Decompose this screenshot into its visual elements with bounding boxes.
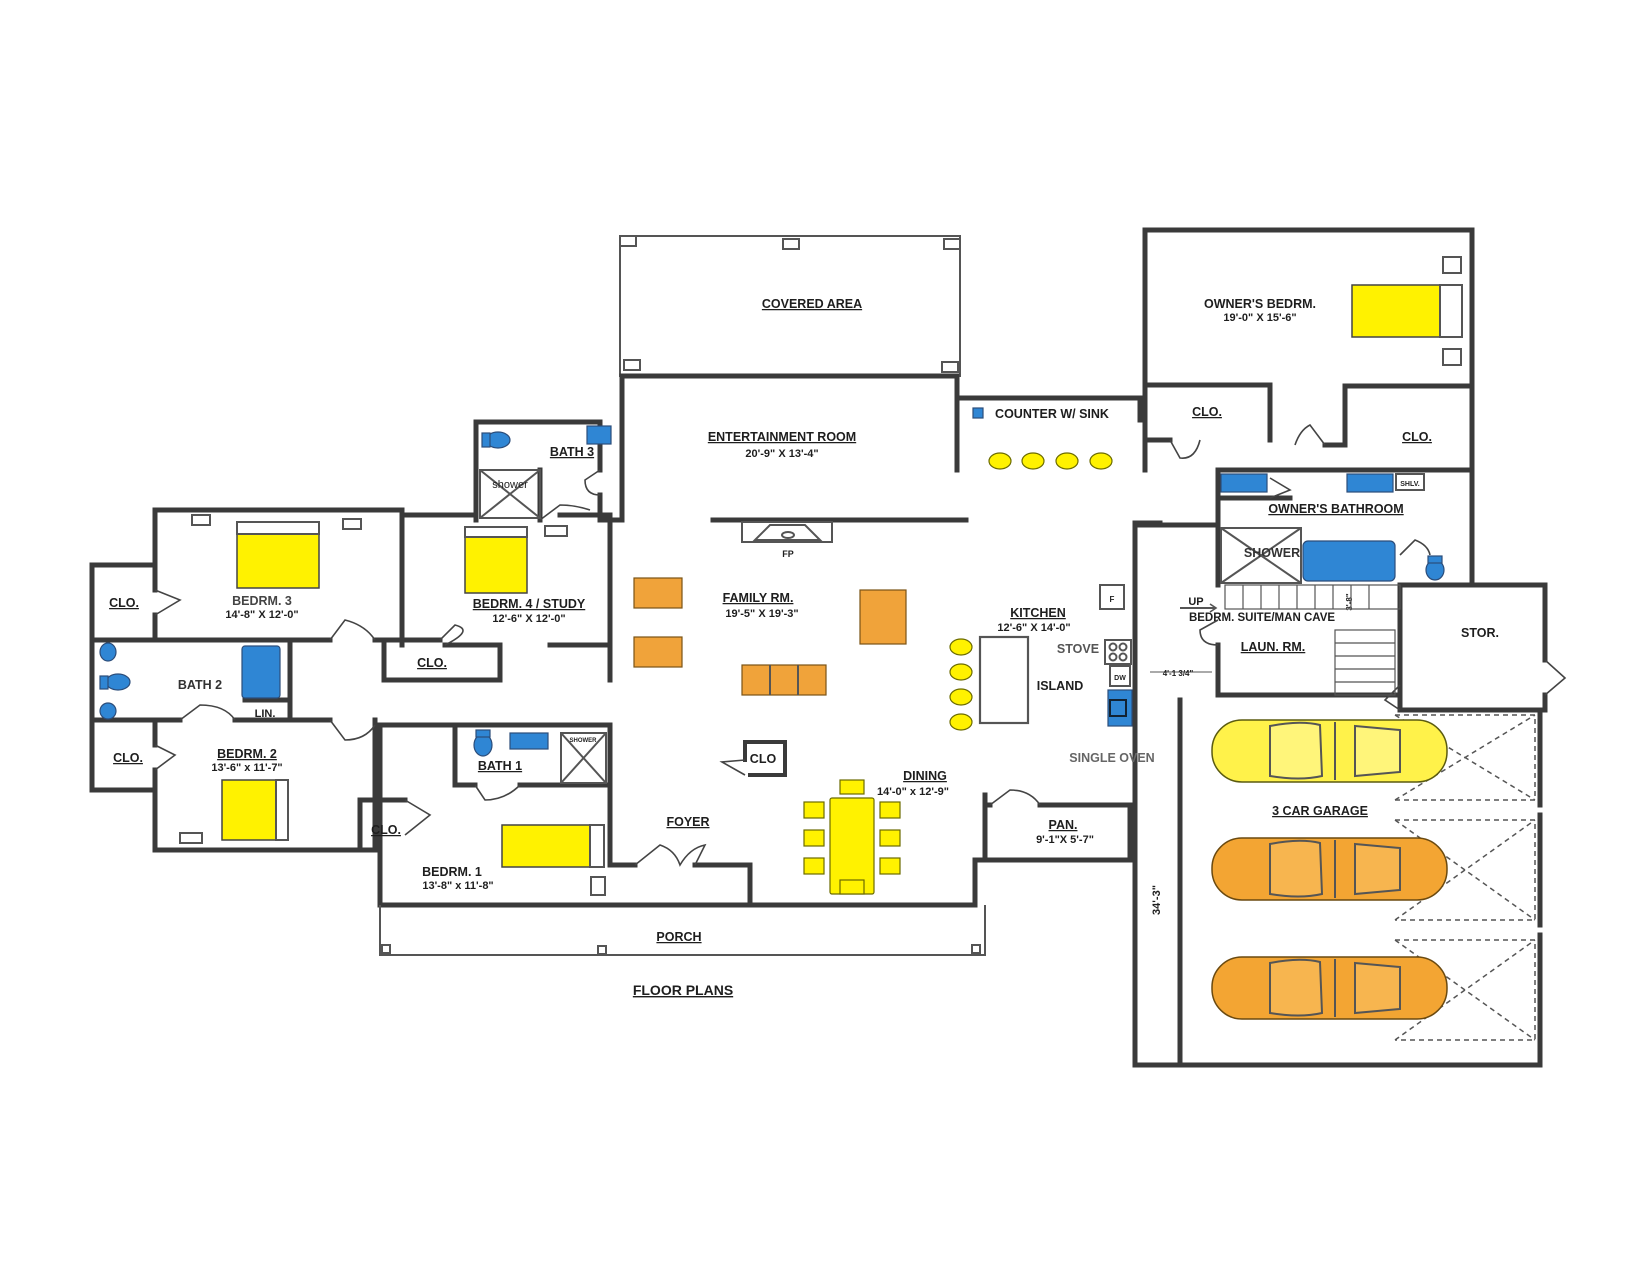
counter-sink-icon [972,407,984,419]
bar-stools-counter [988,452,1113,470]
bedrm4-closet-label: CLO. [417,656,447,670]
counter-sink-label: COUNTER W/ SINK [995,407,1109,421]
stair-treads [1224,584,1401,696]
stove-label: STOVE [1057,642,1099,656]
sink-icon [509,732,549,750]
dining-size: 14'-0" x 12'-9" [877,786,949,798]
pantry-label: PAN. [1049,818,1078,832]
entertainment-room-walls [619,373,960,523]
bed1-icon [501,824,605,868]
bath2-tub-icon [241,645,281,699]
kitchen-island [978,635,1030,725]
nightstand-icon [1442,256,1462,274]
dining-label: DINING [903,769,947,783]
bedrm4-label: BEDRM. 4 / STUDY [473,597,586,611]
hall-closet-label: CLO [750,752,777,766]
dining-table-icon [803,779,901,895]
owners-bedroom-size: 19'-0" X 15'-6" [1223,312,1296,324]
fridge-label: F [1110,595,1115,604]
stove-icon [1104,639,1132,665]
sofa-icons [633,577,907,696]
bedrm2-closet-label: CLO. [113,751,143,765]
bedrm3-closet-label: CLO. [109,596,139,610]
kitchen-sink-icon [1107,689,1133,727]
bedrm1-size: 13'-8" x 11'-8" [422,880,493,892]
bath1-label: BATH 1 [478,759,522,773]
sink-icon [99,642,117,662]
bath2-label: BATH 2 [178,678,222,692]
toilet-icon [105,673,131,691]
covered-area-label: COVERED AREA [762,297,862,311]
stairs-label: BEDRM. SUITE/MAN CAVE [1189,612,1335,624]
car-icon [1211,956,1448,1020]
owners-sink-icon [1220,473,1268,493]
nightstand-icon [1442,348,1462,366]
sink-icon [99,702,117,720]
storage-label: STOR. [1461,626,1499,640]
pantry-size: 9'-1"X 5'-7" [1036,834,1094,846]
bedrm2-label: BEDRM. 2 [217,747,277,761]
doors [154,423,1567,867]
walls [89,227,1548,1068]
bath3-label: BATH 3 [550,445,594,459]
bath2-linen-label: LIN. [255,708,276,720]
shelf-label: SHLV. [1400,481,1420,488]
kitchen-label: KITCHEN [1010,606,1066,620]
bedrm1-closet-label: CLO. [371,823,401,837]
garage-depth-label: 34'-3" [1151,885,1163,915]
bedrm4-size: 12'-6" X 12'-0" [492,613,565,625]
island-label: ISLAND [1037,679,1084,693]
bath1-shower [560,732,607,784]
owners-shower-label: SHOWER [1244,546,1300,560]
family-room-size: 19'-5" X 19'-3" [725,608,798,620]
bath3-shower [479,469,541,519]
owners-bedroom-label: OWNER'S BEDRM. [1204,297,1316,311]
entertainment-room-label: ENTERTAINMENT ROOM [708,430,856,444]
dishwasher-icon [1109,665,1131,687]
foyer-label: FOYER [666,815,709,829]
car-icon [1211,719,1448,783]
car-icon [1211,837,1448,901]
bedrm3-label: BEDRM. 3 [232,594,292,608]
page-title: FLOOR PLANS [633,982,733,998]
garage-label: 3 CAR GARAGE [1272,804,1368,818]
sink-icon [586,425,612,445]
single-oven-label: SINGLE OVEN [1069,751,1154,765]
bath3-shower-label: shower [492,479,528,491]
laundry-label: LAUN. RM. [1241,640,1306,654]
bedrm1-label: BEDRM. 1 [422,865,482,879]
laundry-passage-label: 4'-1 3/4" [1163,669,1194,678]
owners-closet-1-label: CLO. [1192,405,1222,419]
owners-closet-2-label: CLO. [1402,430,1432,444]
fireplace-icon [741,521,833,543]
owners-shower [1220,527,1302,584]
kitchen-size: 12'-6" X 14'-0" [997,622,1070,634]
owners-suite-walls [1142,227,1475,588]
owners-bathroom-label: OWNER'S BATHROOM [1268,502,1403,516]
fridge-icon [1099,584,1125,610]
bath1-shower-label: SHOWER [570,738,598,744]
bedrm3-size: 14'-8" X 12'-0" [225,609,298,621]
island-stools [949,638,973,731]
entertainment-room-size: 20'-9" X 13'-4" [745,448,818,460]
bedrm2-size: 13'-6" x 11'-7" [211,762,282,774]
family-room-label: FAMILY RM. [723,591,794,605]
fireplace-label: FP [782,549,794,559]
stairs-note: 3'-8" [1345,593,1354,610]
stair-up-label: UP [1188,596,1203,608]
porch-label: PORCH [656,930,701,944]
dishwasher-label: DW [1114,675,1126,682]
owners-sink-icon [1346,473,1394,493]
owners-tub-icon [1302,540,1396,582]
